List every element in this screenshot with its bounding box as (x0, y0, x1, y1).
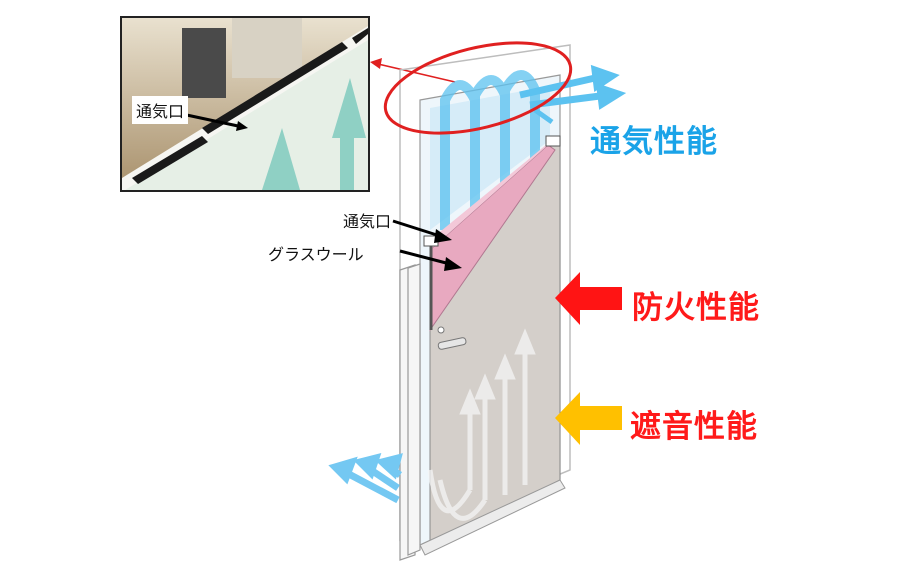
fire-arrow-icon (555, 272, 622, 325)
inset-vent-label: 通気口 (132, 96, 189, 124)
airflow-out-arrows (519, 64, 627, 110)
ventilation-performance-label: 通気性能 (590, 124, 718, 160)
fire-performance-label: 防火性能 (632, 290, 760, 326)
glass-wool-callout-label: グラスウール (268, 245, 364, 264)
aluminum-post (399, 263, 421, 561)
airflow-in-arrows (328, 453, 403, 504)
sound-insulation-label: 遮音性能 (630, 409, 758, 445)
vent-callout-label: 通気口 (343, 212, 392, 231)
sound-arrow-icon (555, 392, 622, 445)
vent-highlight-ellipse (383, 41, 573, 135)
airflow-down-arrows (533, 107, 554, 125)
sound-path-arrows (427, 328, 536, 521)
inset-photo-vent-closeup: 通気口 (120, 16, 370, 192)
inset-photo-illustration (122, 18, 368, 190)
